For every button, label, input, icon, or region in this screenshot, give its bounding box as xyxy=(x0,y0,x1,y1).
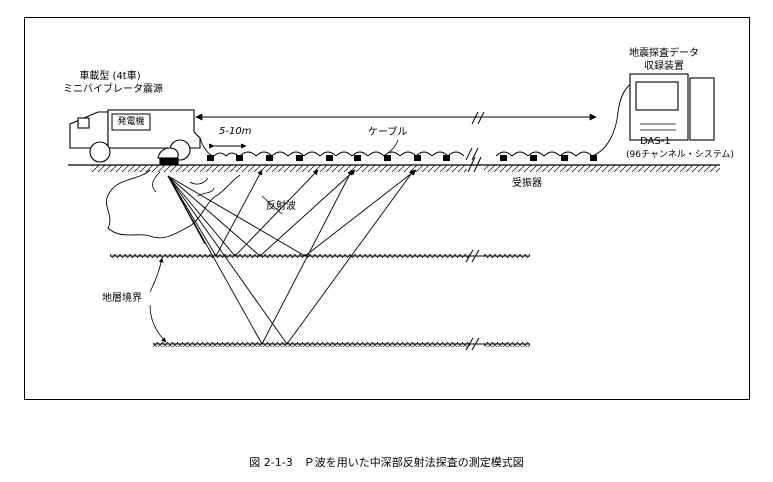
cable-pointer xyxy=(387,139,399,154)
ground-surface xyxy=(68,156,720,173)
geophone-label: 受振器 xyxy=(512,178,542,189)
near-surface-zone xyxy=(106,169,241,239)
near-surface-zone-inner xyxy=(152,171,215,197)
generator-box xyxy=(111,113,151,131)
recorder-label-line1: 地震探査データ xyxy=(629,48,699,59)
cable-break xyxy=(465,111,485,161)
ray-paths xyxy=(167,169,417,345)
boundary-label: 地層境界 xyxy=(102,293,142,304)
boundary-pointers xyxy=(149,257,167,343)
spacing-label: 5-10m xyxy=(219,126,252,137)
recorder-channels: (96チャンネル・システム) xyxy=(626,150,734,160)
source-label-line2: ミニバイブレータ震源 xyxy=(63,84,163,95)
geophones xyxy=(207,155,597,161)
recorder-unit xyxy=(629,73,715,141)
source-label-line1: 車載型 (4t車) xyxy=(79,71,141,82)
vibrator-truck xyxy=(69,109,201,165)
recorder-model: DAS-1 xyxy=(640,136,671,147)
geophone-spread xyxy=(199,81,635,157)
reflector-deep xyxy=(153,337,530,351)
reflected-wave-label: 反射波 xyxy=(266,201,296,212)
figure-caption: 図 2-1-3 Ｐ波を用いた中深部反射法探査の測定模式図 xyxy=(249,456,524,469)
generator-label: 発電機 xyxy=(117,117,145,127)
diagram-frame xyxy=(24,17,750,400)
recorder-label-line2: 収録装置 xyxy=(644,61,684,72)
reflector-shallow xyxy=(110,249,530,263)
cable-label: ケーブル xyxy=(368,127,408,138)
reflected-wave-pointer xyxy=(261,195,283,215)
